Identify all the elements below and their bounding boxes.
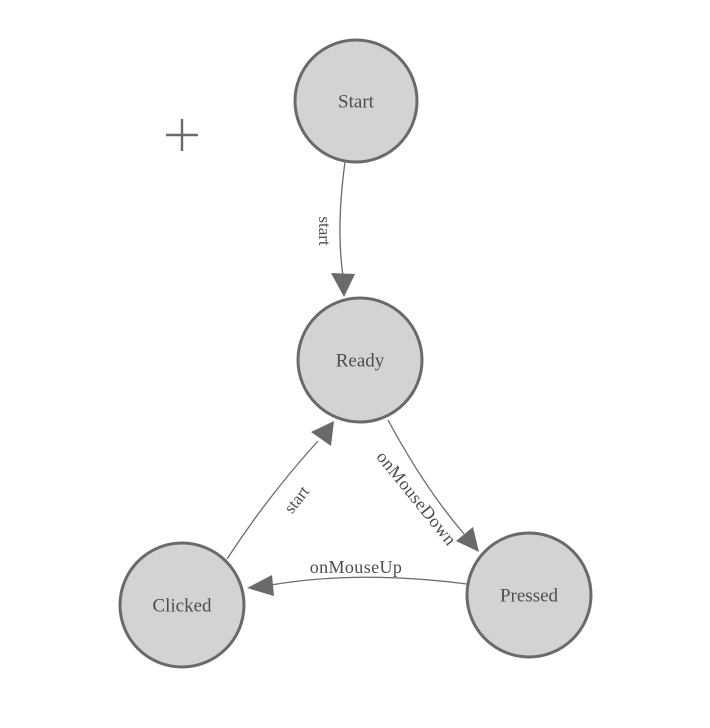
state-circle-ready[interactable] bbox=[296, 296, 424, 424]
state-label-start: Start bbox=[338, 92, 375, 113]
state-label-ready: Ready bbox=[336, 351, 385, 372]
state-node-pressed[interactable]: Pressed bbox=[465, 531, 593, 659]
state-label-clicked: Clicked bbox=[152, 596, 212, 617]
state-label-pressed: Pressed bbox=[500, 586, 559, 607]
edge-label-onmouseup: onMouseUp bbox=[310, 557, 403, 577]
state-circle-clicked[interactable] bbox=[118, 541, 246, 669]
edge-label-onmousedown: onMouseDown bbox=[373, 447, 461, 549]
edge-label-start-left: start bbox=[280, 482, 313, 517]
plus-icon[interactable] bbox=[166, 119, 198, 151]
arrowhead-icon bbox=[311, 421, 334, 446]
state-circle-pressed[interactable] bbox=[465, 531, 593, 659]
state-node-start[interactable]: Start bbox=[293, 38, 419, 164]
state-node-clicked[interactable]: Clicked bbox=[118, 541, 246, 669]
plus-icon-glyph bbox=[166, 119, 198, 151]
edge-ready-to-pressed: onMouseDown bbox=[373, 419, 479, 552]
state-circle-start[interactable] bbox=[293, 38, 419, 164]
state-node-ready[interactable]: Ready bbox=[296, 296, 424, 424]
arrowhead-icon bbox=[331, 273, 355, 297]
edge-line[interactable] bbox=[387, 419, 465, 535]
edge-clicked-to-ready: start bbox=[226, 421, 334, 560]
edge-label-start-top: start bbox=[315, 216, 334, 246]
edge-line[interactable] bbox=[270, 576, 468, 586]
arrowhead-icon bbox=[247, 575, 274, 596]
edge-pressed-to-clicked: onMouseUp bbox=[247, 557, 468, 596]
arrowhead-icon bbox=[456, 527, 479, 552]
edge-line[interactable] bbox=[226, 440, 319, 560]
edge-start-to-ready: start bbox=[315, 161, 355, 297]
edge-line[interactable] bbox=[339, 161, 346, 277]
